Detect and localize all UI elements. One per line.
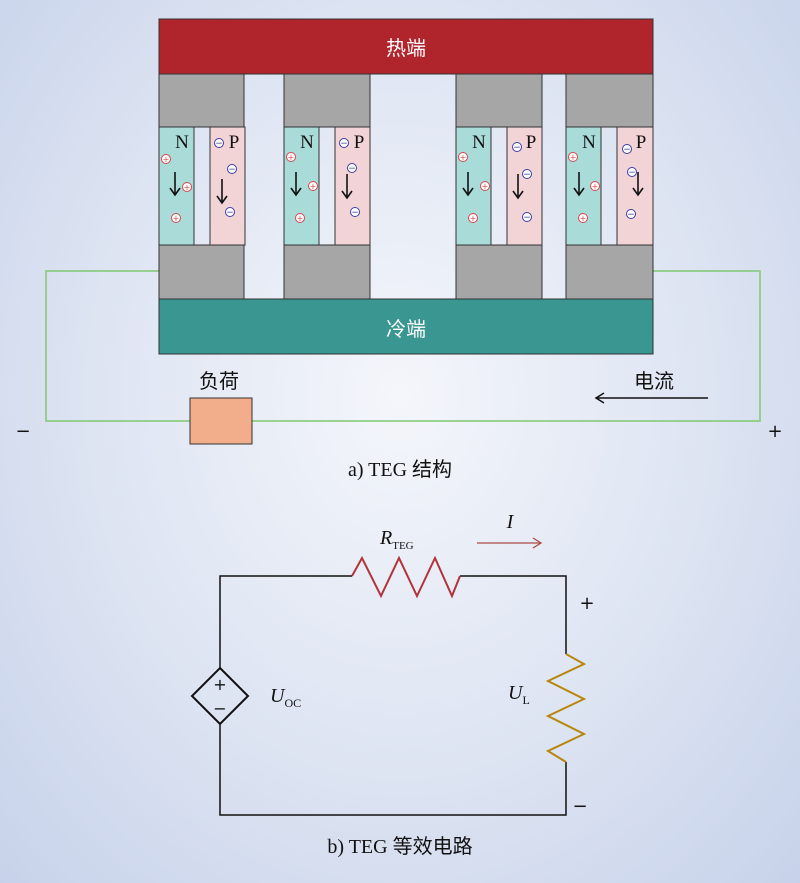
down-arrow-icon	[573, 172, 644, 197]
p-label: P	[229, 132, 240, 153]
hot-label: 热端	[386, 36, 426, 60]
down-arrow-icon	[290, 172, 353, 200]
plus-terminal: +	[767, 421, 782, 442]
circuit-minus: −	[572, 796, 587, 817]
svg-text:−: −	[513, 143, 521, 153]
circuit-plus: +	[579, 593, 594, 614]
bottom-block-1	[158, 244, 245, 300]
current-symbol: I	[506, 511, 515, 533]
left-wire	[45, 270, 190, 422]
svg-text:+: +	[470, 214, 477, 223]
top-block-2	[283, 73, 371, 128]
p-leg-3	[506, 126, 543, 246]
load-box	[189, 397, 253, 445]
top-block-4	[565, 73, 654, 128]
right-arrow-icon	[477, 537, 543, 549]
n-leg-4	[565, 126, 602, 246]
ul-label: UL	[508, 682, 530, 707]
svg-text:−: −	[215, 139, 223, 149]
hole-icon: + + +	[568, 152, 600, 223]
electron-icon: − − −	[339, 138, 360, 218]
svg-text:+: +	[592, 182, 599, 191]
p-label: P	[636, 132, 647, 153]
svg-text:+: +	[173, 214, 180, 223]
svg-text:+: +	[570, 153, 577, 162]
svg-text:+: +	[310, 182, 317, 191]
down-arrow-icon	[462, 172, 524, 200]
ul-sub: L	[522, 693, 529, 707]
n-label: N	[300, 132, 314, 153]
bottom-block-2	[283, 244, 371, 300]
r-teg-label: RTEG	[379, 527, 414, 552]
hot-plate	[158, 18, 654, 75]
load-label: 负荷	[199, 369, 239, 393]
electron-icon: − − −	[512, 142, 532, 223]
svg-text:−: −	[627, 210, 635, 220]
caption-a: a) TEG 结构	[348, 458, 452, 481]
electron-icon: − − −	[622, 144, 637, 220]
source-plus: +	[213, 675, 226, 694]
r-teg-resistor	[351, 555, 461, 599]
svg-text:+: +	[163, 155, 170, 164]
svg-text:+: +	[184, 183, 191, 192]
r-main: R	[379, 527, 392, 549]
uoc-sub: OC	[284, 696, 301, 710]
p-label: P	[354, 132, 365, 153]
r-sub: TEG	[392, 540, 413, 552]
hole-icon: + + +	[161, 154, 192, 223]
svg-text:−: −	[348, 164, 356, 174]
svg-text:+: +	[297, 214, 304, 223]
svg-text:−: −	[623, 145, 631, 155]
electron-icon: − − −	[214, 138, 237, 218]
top-block-3	[455, 73, 543, 128]
n-label: N	[175, 132, 189, 153]
hole-icon: + + +	[458, 152, 490, 223]
svg-text:+: +	[482, 182, 489, 191]
svg-text:−: −	[340, 139, 348, 149]
hole-icon: + + +	[286, 152, 318, 223]
bottom-block-4	[565, 244, 654, 300]
svg-text:−: −	[523, 170, 531, 180]
n-label: N	[582, 132, 596, 153]
cold-label: 冷端	[386, 317, 426, 341]
caption-b: b) TEG 等效电路	[327, 835, 472, 858]
top-block-1	[158, 73, 245, 128]
ul-main: U	[508, 682, 524, 704]
down-arrow-icon	[169, 172, 228, 205]
svg-text:−: −	[523, 213, 531, 223]
svg-text:+: +	[580, 214, 587, 223]
load-resistor	[545, 653, 587, 763]
current-label: 电流	[634, 369, 674, 393]
voltage-source	[190, 666, 250, 726]
uoc-label: UOC	[270, 685, 301, 710]
circuit-wires	[219, 575, 567, 816]
cold-plate	[158, 298, 654, 355]
svg-text:−: −	[351, 208, 359, 218]
left-arrow-icon	[594, 392, 708, 404]
svg-text:−: −	[228, 165, 236, 175]
minus-terminal: −	[15, 421, 30, 442]
source-minus: −	[213, 699, 226, 718]
uoc-main: U	[270, 685, 286, 707]
svg-text:+: +	[288, 153, 295, 162]
svg-text:−: −	[226, 208, 234, 218]
svg-text:−: −	[628, 168, 636, 178]
svg-text:+: +	[460, 153, 467, 162]
right-wire	[252, 270, 761, 422]
p-label: P	[526, 132, 537, 153]
bottom-block-3	[455, 244, 543, 300]
n-label: N	[472, 132, 486, 153]
